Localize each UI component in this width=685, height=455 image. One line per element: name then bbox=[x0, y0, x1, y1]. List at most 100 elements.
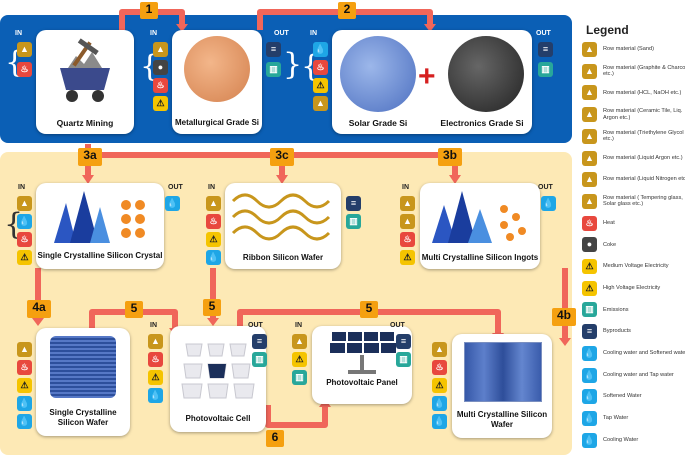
emissions-icon: ▥ bbox=[252, 352, 267, 367]
pv-cell-label: Photovoltaic Cell bbox=[185, 414, 251, 423]
legend-item-label: Heat bbox=[603, 219, 615, 226]
legend-title: Legend bbox=[586, 23, 629, 37]
step-5b-badge: 5 bbox=[203, 299, 221, 316]
legend-item-label: Cooling water and Tap water bbox=[603, 371, 674, 378]
cooling-water-icon: 💧 bbox=[17, 214, 32, 229]
legend-item: ● Coke bbox=[582, 237, 685, 253]
high-voltage-icon: ⚠ bbox=[313, 78, 328, 93]
tap-water-icon: 💧 bbox=[148, 388, 163, 403]
legend-item: ≡Byproducts bbox=[582, 324, 685, 340]
crystal-cluster-icon bbox=[54, 191, 145, 243]
cooling-softened-icon: 💧 bbox=[582, 345, 597, 361]
mc-wafer-card: Multi Crystalline Silicon Wafer bbox=[452, 334, 552, 438]
out-label: OUT bbox=[390, 322, 405, 329]
emissions-icon: ▥ bbox=[582, 302, 597, 318]
legend-item-label: Softened Water bbox=[603, 393, 642, 400]
sc-wafer-label: Single Crystalline Silicon Wafer bbox=[49, 408, 117, 427]
pv-panel-card: Photovoltaic Panel bbox=[312, 326, 412, 404]
cooling-water-icon: 💧 bbox=[313, 42, 328, 57]
byproducts-icon: ≡ bbox=[266, 42, 281, 57]
pv-panel-label: Photovoltaic Panel bbox=[326, 378, 398, 387]
solar-electronics-card: + Solar Grade Si Electronics Grade Si bbox=[332, 30, 532, 134]
legend-item: ▲ Row material (Liquid Argon etc.) bbox=[582, 150, 685, 166]
graphite-icon: ▲ bbox=[582, 63, 597, 79]
mc-wafer-image bbox=[464, 342, 542, 402]
pv-cell-card: Photovoltaic Cell bbox=[170, 326, 266, 432]
step-3c-badge: 3c bbox=[270, 148, 294, 166]
tile-icon: ▲ bbox=[582, 107, 597, 123]
tap-water-icon: 💧 bbox=[165, 196, 180, 211]
step-5c-badge: 5 bbox=[360, 301, 378, 318]
medium-voltage-icon: ⚠ bbox=[206, 232, 221, 247]
step-3a-badge: 3a bbox=[78, 148, 102, 166]
quartz-mining-label: Quartz Mining bbox=[56, 118, 114, 128]
legend-item: 💧Cooling Water bbox=[582, 432, 685, 448]
metallurgical-grade-card: Metallurgical Grade Si bbox=[172, 30, 262, 134]
legend-item-label: Medium Voltage Electricity bbox=[603, 263, 669, 270]
cooling-water-icon: 💧 bbox=[582, 432, 597, 448]
out-label: OUT bbox=[248, 322, 263, 329]
heat-icon: ♨ bbox=[206, 214, 221, 229]
legend-item-label: Row material (HCL, NaOH etc.) bbox=[603, 89, 682, 96]
legend-item: ⚠High Voltage Electricity bbox=[582, 280, 685, 296]
glycol-icon: ▲ bbox=[206, 196, 221, 211]
emissions-icon: ▥ bbox=[538, 62, 553, 77]
legend-item: ⚠Medium Voltage Electricity bbox=[582, 259, 685, 274]
heat-icon: ♨ bbox=[582, 215, 597, 231]
legend-item-label: Row material (Triethylene Glycol etc.) bbox=[603, 129, 684, 143]
cooling-water-icon: 💧 bbox=[17, 414, 32, 429]
legend-item-label: Row material (Liquid Argon etc.) bbox=[603, 154, 683, 161]
sc-crystal-card: Single Crystalline Silicon Crystal bbox=[36, 183, 164, 269]
byproducts-icon: ≡ bbox=[346, 196, 361, 211]
sand-icon: ▲ bbox=[582, 42, 597, 57]
acid-icon: ▲ bbox=[148, 334, 163, 349]
heat-icon: ♨ bbox=[432, 360, 447, 375]
out-label: OUT bbox=[536, 30, 551, 37]
legend-item-label: Row material (Graphite & Charcoal etc.) bbox=[603, 64, 685, 78]
step-2-badge: 2 bbox=[338, 2, 356, 19]
heat-icon: ♨ bbox=[148, 352, 163, 367]
heat-icon: ♨ bbox=[17, 62, 32, 77]
high-voltage-icon: ⚠ bbox=[153, 96, 168, 111]
glass-icon: ▲ bbox=[292, 334, 307, 349]
solar-grade-label: Solar Grade Si bbox=[348, 118, 408, 128]
argon-icon: ▲ bbox=[432, 342, 447, 357]
acid-icon: ▲ bbox=[313, 96, 328, 111]
medium-voltage-icon: ⚠ bbox=[292, 352, 307, 367]
legend-item: ▲Row material (Liquid Nitrogen etc.) bbox=[582, 172, 685, 188]
coke-icon: ● bbox=[582, 237, 597, 253]
mc-ingots-label: Multi Crystalline Silicon Ingots bbox=[421, 253, 539, 262]
solar-si-sphere bbox=[340, 36, 416, 112]
heat-icon: ♨ bbox=[17, 360, 32, 375]
in-label: IN bbox=[295, 322, 302, 329]
step-4a-badge: 4a bbox=[27, 300, 51, 318]
quartz-mining-card: Quartz Mining bbox=[36, 30, 134, 134]
legend-item: 💧Softened Water bbox=[582, 389, 685, 405]
argon-icon: ▲ bbox=[400, 196, 415, 211]
tap-water-icon: 💧 bbox=[541, 196, 556, 211]
in-label: IN bbox=[150, 30, 157, 37]
legend-item: ▲Row material (Sand) bbox=[582, 42, 685, 57]
legend-item-label: Tap Water bbox=[603, 415, 629, 422]
legend-item-label: Coke bbox=[603, 241, 617, 248]
in-label: IN bbox=[402, 184, 409, 191]
metallurgical-si-sphere bbox=[184, 36, 250, 102]
cooling-water-icon: 💧 bbox=[432, 414, 447, 429]
step-1-badge: 1 bbox=[140, 2, 158, 19]
legend-item: ▲Row material ( Tempering glass, Solar g… bbox=[582, 193, 685, 209]
in-label: IN bbox=[208, 184, 215, 191]
pv-cells-icon bbox=[181, 343, 255, 399]
solar-panel-icon bbox=[330, 332, 396, 374]
mc-wafer-label: Multi Crystalline Silicon Wafer bbox=[456, 410, 548, 429]
legend-item: ♨ Heat bbox=[582, 215, 685, 231]
heat-icon: ♨ bbox=[17, 232, 32, 247]
medium-voltage-icon: ⚠ bbox=[17, 378, 32, 393]
tap-water-icon: 💧 bbox=[582, 410, 597, 426]
in-label: IN bbox=[310, 30, 317, 37]
electronics-si-sphere bbox=[448, 36, 524, 112]
cooling-tap-icon: 💧 bbox=[582, 367, 597, 383]
sc-wafer-card: Single Crystalline Silicon Wafer bbox=[36, 328, 130, 436]
byproducts-icon: ≡ bbox=[582, 324, 597, 340]
argon-icon: ▲ bbox=[582, 150, 597, 166]
medium-voltage-icon: ⚠ bbox=[432, 378, 447, 393]
